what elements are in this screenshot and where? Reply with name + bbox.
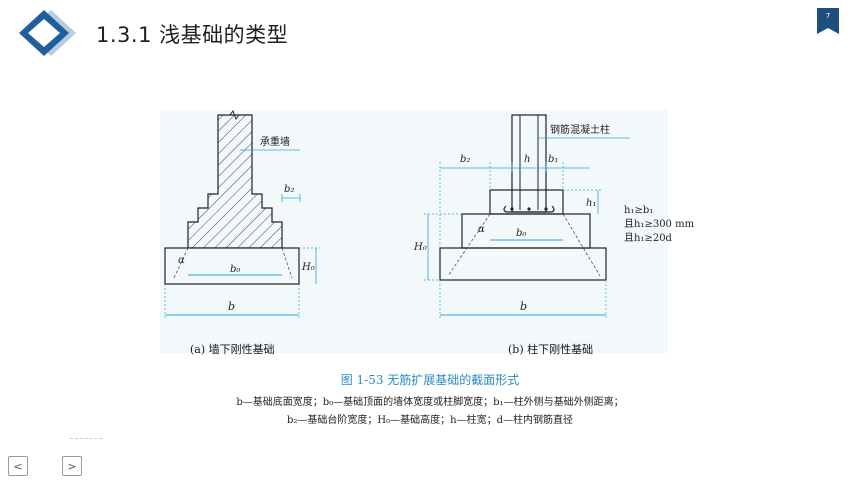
column-foundation-drawing: b₀ α 钢筋混凝土柱 b₂ h b₁ h₁ H₀ <box>413 114 695 320</box>
left-angle-alpha: α <box>178 255 185 266</box>
right-dim-b2: b₂ <box>460 154 470 165</box>
left-dim-b: b <box>228 300 235 313</box>
right-condition-2: 且h₁≥300 mm <box>624 218 695 230</box>
right-dim-b: b <box>520 300 527 313</box>
right-dim-b0: b₀ <box>516 228 526 239</box>
column-section <box>511 114 547 213</box>
chevron-left-icon: < <box>13 459 23 473</box>
logo-diamond-icon <box>19 10 76 56</box>
left-panel-caption: (a) 墙下刚性基础 <box>190 343 275 356</box>
left-dim-b0: b₀ <box>230 264 240 275</box>
right-dim-h1: h₁ <box>586 198 596 209</box>
right-condition-1: h₁≥b₁ <box>624 205 653 216</box>
page-title: 1.3.1 浅基础的类型 <box>96 23 289 47</box>
figure-legend-line-1: b—基础底面宽度；b₀—基础顶面的墙体宽度或柱脚宽度；b₁—柱外侧与基础外侧距离… <box>236 397 624 408</box>
chevron-right-icon: > <box>67 459 77 473</box>
left-dim-b2: b₂ <box>284 184 294 195</box>
wall-foundation-drawing: b₀ α 承重墙 b₂ H₀ b <box>164 109 320 320</box>
next-slide-button[interactable]: > <box>62 456 82 476</box>
wall-section <box>187 114 283 249</box>
right-column-label: 钢筋混凝土柱 <box>550 123 610 136</box>
page-number-badge: 7 <box>817 8 839 34</box>
right-dim-H0: H₀ <box>413 242 427 253</box>
divider <box>70 438 102 439</box>
figure-panel: b₀ α 承重墙 b₂ H₀ b <box>160 109 695 353</box>
right-dim-b1: b₁ <box>548 154 558 165</box>
foundation-diagram: b₀ α 承重墙 b₂ H₀ b <box>164 109 695 320</box>
bookmark-icon <box>817 8 839 34</box>
right-panel-caption: (b) 柱下刚性基础 <box>508 343 594 356</box>
left-wall-label: 承重墙 <box>260 135 290 148</box>
column-base <box>439 247 607 281</box>
right-angle-alpha: α <box>478 224 485 235</box>
break-mark <box>218 109 252 121</box>
right-condition-3: 且h₁≥20d <box>624 232 673 244</box>
right-dim-h: h <box>524 154 530 165</box>
page-number: 7 <box>825 12 831 20</box>
foundation-base <box>164 247 300 285</box>
left-dim-H0: H₀ <box>301 262 315 273</box>
figure-title: 图 1-53 无筋扩展基础的截面形式 <box>340 373 520 387</box>
prev-slide-button[interactable]: < <box>8 456 28 476</box>
figure-legend-line-2: b₂—基础台阶宽度；H₀—基础高度；h—柱宽；d—柱内钢筋直径 <box>287 415 573 426</box>
